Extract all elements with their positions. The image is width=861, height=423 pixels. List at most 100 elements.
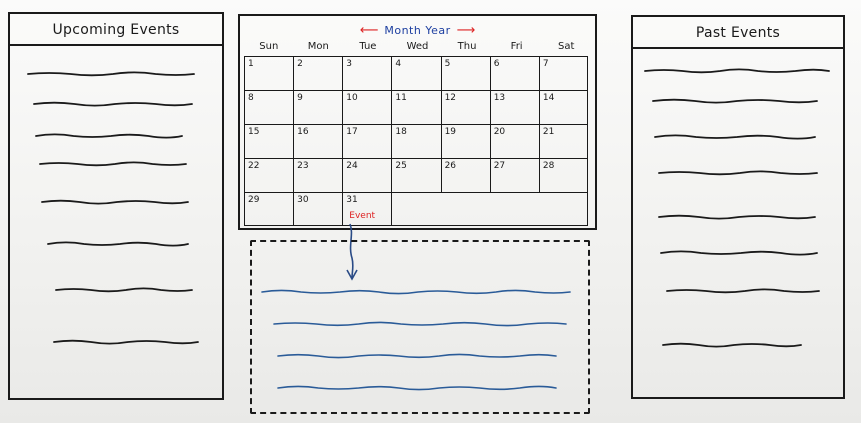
day-number: 21 (542, 127, 555, 137)
calendar: ⟵ Month Year ⟶ Sun Mon Tue Wed Thu Fri S… (238, 14, 597, 230)
calendar-day-cell[interactable]: 15 (244, 124, 294, 158)
day-number: 22 (248, 161, 260, 171)
calendar-day-cell[interactable]: 28 (538, 158, 588, 192)
day-number: 12 (444, 93, 457, 103)
past-events-panel: Past Events (631, 15, 845, 399)
day-number: 6 (493, 59, 500, 69)
event-details-list (252, 242, 588, 412)
day-number: 9 (297, 93, 303, 103)
calendar-day-cell[interactable]: 27 (489, 158, 539, 192)
calendar-empty-cell (440, 192, 490, 226)
month-year-label: Month Year (384, 23, 451, 37)
day-number: 25 (395, 161, 407, 171)
calendar-day-cell[interactable]: 5 (440, 56, 490, 90)
upcoming-events-list (10, 46, 222, 398)
past-event-item[interactable] (651, 95, 819, 107)
calendar-day-cell[interactable]: 11 (391, 90, 441, 124)
weekday-label: Tue (359, 41, 377, 52)
calendar-day-cell[interactable]: 22 (244, 158, 294, 192)
calendar-day-cell[interactable]: 21 (538, 124, 588, 158)
calendar-day-cell[interactable]: 7 (538, 56, 588, 90)
event-tag[interactable]: Event (349, 211, 376, 221)
upcoming-events-title: Upcoming Events (10, 14, 222, 46)
day-number: 26 (444, 161, 457, 171)
day-number: 16 (297, 127, 309, 137)
calendar-day-cell[interactable]: 16 (293, 124, 343, 158)
day-number: 28 (542, 161, 555, 171)
calendar-empty-cell (538, 192, 588, 226)
calendar-day-cell[interactable]: 20 (489, 124, 539, 158)
upcoming-event-item[interactable] (54, 284, 194, 296)
weekday-label: Sat (558, 41, 575, 52)
upcoming-event-item[interactable] (40, 196, 190, 208)
past-event-item[interactable] (653, 131, 817, 143)
calendar-day-cell[interactable]: 29 (244, 192, 294, 226)
day-number: 1 (248, 59, 254, 69)
day-number: 17 (346, 127, 358, 137)
calendar-day-cell[interactable]: 25 (391, 158, 441, 192)
upcoming-event-item[interactable] (46, 238, 190, 250)
weekday-label: Wed (406, 41, 429, 52)
calendar-day-cell[interactable]: 13 (489, 90, 539, 124)
day-number: 10 (346, 93, 358, 103)
past-event-item[interactable] (659, 247, 819, 259)
day-number: 15 (248, 127, 260, 137)
day-number: 30 (297, 195, 309, 205)
past-event-item[interactable] (657, 167, 819, 179)
day-number: 20 (493, 127, 506, 137)
calendar-day-cell[interactable]: 4 (391, 56, 441, 90)
calendar-empty-cell (489, 192, 539, 226)
calendar-day-cell[interactable]: 26 (440, 158, 490, 192)
day-number: 23 (297, 161, 309, 171)
calendar-day-cell[interactable]: 8 (244, 90, 294, 124)
day-number: 19 (444, 127, 457, 137)
past-event-item[interactable] (643, 65, 831, 77)
event-detail-line (276, 382, 558, 394)
calendar-day-cell[interactable]: 14 (538, 90, 588, 124)
calendar-day-cell[interactable]: 1 (244, 56, 294, 90)
weekday-label: Mon (307, 41, 329, 52)
calendar-day-cell[interactable]: 10 (342, 90, 392, 124)
upcoming-event-item[interactable] (38, 158, 188, 170)
calendar-day-cell[interactable]: 6 (489, 56, 539, 90)
weekday-headers: Sun Mon Tue Wed Thu Fri Sat (244, 41, 591, 55)
upcoming-event-item[interactable] (52, 336, 200, 348)
day-number: 7 (542, 59, 549, 69)
day-number: 5 (444, 59, 451, 69)
calendar-day-cell[interactable]: 2 (293, 56, 343, 90)
event-detail-line (272, 318, 568, 330)
calendar-day-cell[interactable]: 9 (293, 90, 343, 124)
past-events-list (633, 49, 843, 397)
weekday-label: Sun (259, 41, 279, 52)
day-number: 14 (542, 93, 555, 103)
day-number: 31 (346, 195, 358, 205)
day-number: 18 (395, 127, 407, 137)
day-number: 8 (248, 93, 254, 103)
day-number: 3 (346, 59, 353, 69)
arrow-left-icon[interactable]: ⟵ (359, 22, 379, 38)
upcoming-events-panel: Upcoming Events (8, 12, 224, 400)
calendar-day-cell[interactable]: 17 (342, 124, 392, 158)
calendar-day-cell[interactable]: 3 (342, 56, 392, 90)
past-event-item[interactable] (661, 339, 803, 351)
upcoming-event-item[interactable] (32, 98, 194, 110)
upcoming-event-item[interactable] (26, 68, 196, 80)
calendar-day-cell[interactable]: 24 (342, 158, 392, 192)
calendar-day-cell[interactable]: 19 (440, 124, 490, 158)
calendar-day-cell[interactable]: 12 (440, 90, 490, 124)
day-number: 29 (248, 195, 260, 205)
past-event-item[interactable] (665, 285, 821, 297)
calendar-day-cell[interactable]: 23 (293, 158, 343, 192)
upcoming-event-item[interactable] (34, 130, 184, 142)
day-number: 4 (395, 59, 402, 69)
calendar-empty-cell (391, 192, 441, 226)
day-number: 27 (493, 161, 506, 171)
calendar-header: ⟵ Month Year ⟶ (240, 20, 595, 40)
weekday-label: Thu (457, 41, 477, 52)
calendar-day-cell[interactable]: 18 (391, 124, 441, 158)
arrow-right-icon[interactable]: ⟶ (456, 22, 476, 38)
past-event-item[interactable] (657, 211, 817, 223)
calendar-day-cell[interactable]: 30 (293, 192, 343, 226)
